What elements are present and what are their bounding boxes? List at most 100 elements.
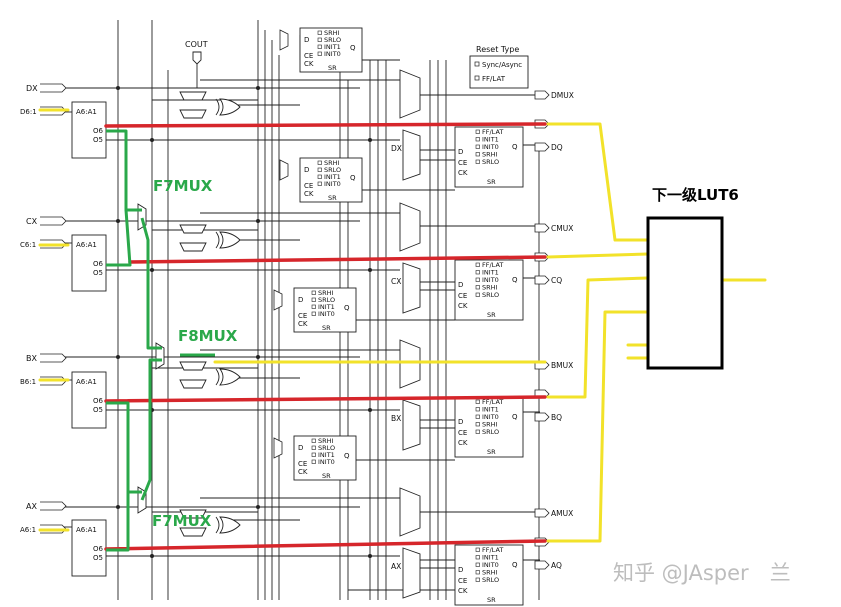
side-ff-q-pin: Q: [512, 276, 518, 284]
carry-mux: [179, 509, 207, 519]
ff-ce-pin: CE: [298, 312, 307, 320]
o6-label: O6: [93, 127, 104, 135]
ff-option-label: INIT1: [318, 451, 335, 459]
side-ff-option-box: [475, 547, 480, 552]
reset-option-fflat: FF/LAT: [482, 75, 506, 83]
o6-label: O6: [93, 545, 104, 553]
side-ff-option-box: [475, 159, 480, 164]
x-mux-label: DX: [391, 144, 402, 153]
ff-option-box: [317, 174, 322, 179]
f8mux-label: F8MUX: [178, 327, 238, 345]
mux-output-pin: [534, 90, 550, 100]
next-lut6-block: 下一级LUT6: [646, 186, 739, 370]
ff-option-label: INIT0: [318, 458, 335, 466]
ff-sr-pin: SR: [322, 472, 331, 480]
top-flipflop: [299, 157, 363, 203]
ff-ce-pin: CE: [304, 182, 313, 190]
ff-option-label: INIT1: [324, 43, 341, 51]
side-ff-option-box: [475, 429, 480, 434]
lut-addr-label: A6:A1: [76, 526, 97, 534]
cout-label: COUT: [185, 40, 208, 49]
x-mux-label: BX: [391, 414, 401, 423]
side-ff-ce-pin: CE: [458, 292, 467, 300]
side-ff-q-pin: Q: [512, 413, 518, 421]
watermark: 知乎 @JAsper 兰: [613, 561, 791, 585]
ff-option-label: SRLO: [324, 166, 341, 174]
yellow-highlights: [38, 108, 767, 543]
ff-option-label: SRHI: [318, 437, 334, 445]
ff-sr-pin: SR: [322, 324, 331, 332]
ff-option-box: [311, 459, 316, 464]
reset-type-title: Reset Type: [476, 45, 519, 54]
x-mux-label: CX: [391, 277, 401, 286]
side-ff-option-label: SRHI: [482, 151, 498, 159]
side-ff-d-pin: D: [458, 281, 463, 289]
side-flipflop: [454, 396, 524, 458]
ff-option-label: SRLO: [318, 444, 335, 452]
ff-input-mux: [273, 437, 283, 459]
ff-option-box: [317, 160, 322, 165]
side-ff-option-label: INIT1: [482, 136, 499, 144]
lut-addr-label: A6:A1: [76, 378, 97, 386]
ff-option-label: INIT0: [324, 180, 341, 188]
reset-option-sync: Sync/Async: [482, 61, 522, 69]
side-ff-option-box: [475, 144, 480, 149]
q-output-label: CQ: [551, 276, 562, 285]
side-ff-option-box: [475, 577, 480, 582]
side-ff-option-label: INIT0: [482, 276, 499, 284]
ff-d-pin: D: [298, 296, 303, 304]
ff-option-box: [317, 167, 322, 172]
q-output-label: AQ: [551, 561, 562, 570]
xor-gate-arc: [215, 231, 220, 249]
ff-option-box: [311, 304, 316, 309]
ff-option-label: INIT0: [318, 310, 335, 318]
x-mux: [402, 547, 421, 599]
ff-option-label: SRHI: [324, 159, 340, 167]
side-ff-option-box: [475, 422, 480, 427]
side-ff-sr-pin: SR: [487, 178, 496, 186]
input-pin-x: [40, 353, 67, 363]
side-ff-ce-pin: CE: [458, 429, 467, 437]
ff-ce-pin: CE: [304, 52, 313, 60]
top-flipflop: [293, 435, 357, 481]
mux-output-pin: [534, 508, 550, 518]
ff-input-mux: [273, 289, 283, 311]
carry-mux-lower: [179, 527, 207, 537]
side-ff-sr-pin: SR: [487, 448, 496, 456]
side-ff-ce-pin: CE: [458, 577, 467, 585]
ff-option-box: [311, 290, 316, 295]
side-ff-option-box: [475, 399, 480, 404]
xor-gate-arc: [215, 98, 220, 116]
side-ff-option-label: SRLO: [482, 576, 499, 584]
carry-mux-lower: [179, 242, 207, 252]
q-output-label: DQ: [551, 143, 563, 152]
side-ff-option-label: FF/LAT: [482, 128, 503, 136]
output-mux: [399, 339, 421, 389]
side-ff-d-pin: D: [458, 148, 463, 156]
ff-option-label: INIT1: [318, 303, 335, 311]
o5-label: O5: [93, 406, 103, 414]
side-ff-option-label: INIT0: [482, 143, 499, 151]
ff-option-box: [311, 445, 316, 450]
side-ff-option-label: SRLO: [482, 158, 499, 166]
o5-label: O5: [93, 269, 103, 277]
top-flipflop: [299, 27, 363, 73]
ff-option-box: [311, 297, 316, 302]
side-ff-sr-pin: SR: [487, 596, 496, 604]
o5-label: O5: [93, 136, 103, 144]
ff-ck-pin: CK: [298, 320, 308, 328]
xor-gate-arc: [215, 368, 220, 386]
ff-d-pin: D: [298, 444, 303, 452]
input-label-addr: C6:1: [20, 241, 36, 249]
ff-option-label: INIT0: [324, 50, 341, 58]
x-mux: [402, 399, 421, 451]
ff-sr-pin: SR: [328, 64, 337, 72]
side-ff-option-box: [475, 152, 480, 157]
input-label-x: CX: [26, 217, 38, 226]
side-ff-ce-pin: CE: [458, 159, 467, 167]
reset-type-panel: Reset Type Sync/Async FF/LAT: [469, 45, 529, 89]
o6-highlights: [104, 122, 547, 551]
